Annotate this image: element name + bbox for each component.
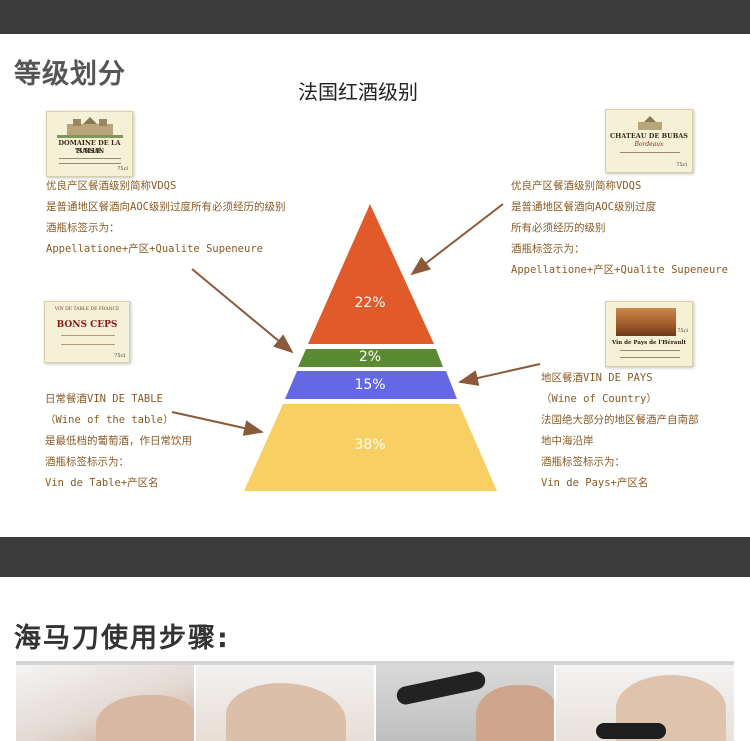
- label-size: 75cl: [676, 162, 687, 168]
- description-line: 酒瓶标签示为：: [511, 243, 585, 255]
- label-appellation: Bordeaux: [634, 141, 664, 148]
- corkscrew-shape: [395, 669, 487, 707]
- description-line: 日常餐酒VIN DE TABLE: [45, 393, 163, 405]
- vineyard-illustration: [616, 308, 676, 336]
- pyramid-tier-second: [298, 349, 443, 367]
- pyramid-tier-third: [285, 371, 457, 399]
- arrow-bottom-right: [458, 363, 541, 386]
- corkscrew-steps-photos: [16, 665, 734, 741]
- section-divider: [16, 661, 734, 665]
- wine-label-bons-ceps: VIN DE TABLE DE FRANCE BONS CEPS 75cl: [44, 301, 130, 363]
- middle-dark-band: [0, 537, 750, 577]
- hand-shape: [226, 683, 346, 741]
- arrow-top-left: [191, 268, 294, 354]
- label-category: VIN DE TABLE DE FRANCE: [54, 307, 120, 312]
- tier-label-second: 2%: [358, 349, 382, 365]
- step-photo-3: [376, 665, 554, 741]
- description-line: （Wine of Country）: [541, 393, 657, 405]
- label-size: 75cl: [677, 328, 688, 334]
- label-fine-print: [620, 152, 680, 156]
- label-appellation: TURSAN: [74, 148, 105, 155]
- arrow-top-right: [410, 203, 504, 276]
- hand-shape: [96, 695, 194, 741]
- wine-label-herault: 75cl Vin de Pays de l'Hérault: [605, 301, 693, 367]
- description-line: 优良产区餐酒级别简称VDQS: [46, 180, 177, 192]
- description-line: Vin de Table+产区名: [45, 477, 159, 489]
- description-line: Appellatione+产区+Qualite Supeneure: [511, 264, 728, 276]
- description-line: 地中海沿岸: [541, 435, 594, 447]
- label-fine-print: [59, 158, 121, 164]
- label-title: CHATEAU DE BUBAS: [609, 132, 689, 140]
- label-title: Vin de Pays de l'Hérault: [611, 340, 686, 346]
- diagram-title: 法国红酒级别: [298, 80, 418, 104]
- hand-shape: [476, 685, 554, 741]
- label-fine-print: [61, 335, 115, 345]
- description-line: 是普通地区餐酒向AOC级别过度所有必须经历的级别: [46, 201, 286, 213]
- wine-classification-pyramid: [171, 203, 541, 491]
- corkscrew-shape: [596, 723, 666, 739]
- label-title: DOMAINE DE LA SALLE: [58, 139, 121, 155]
- description-line: 是最低档的葡萄酒，作日常饮用: [45, 435, 192, 447]
- wine-label-chateau-bubas: CHATEAU DE BUBAS Bordeaux 75cl: [605, 109, 693, 173]
- step-photo-2: [196, 665, 374, 741]
- description-line: 酒瓶标签示为：: [46, 222, 120, 234]
- description-vdqs-right: 优良产区餐酒级别简称VDQS 是普通地区餐酒向AOC级别过度 所有必须经历的级别…: [511, 176, 728, 281]
- section-title-grading: 等级划分: [14, 59, 126, 90]
- label-fine-print: [620, 350, 680, 358]
- wine-label-domaine-la-salle: DOMAINE DE LA SALLE TURSAN 75cl: [46, 111, 133, 177]
- pyramid-tier-top: [308, 204, 434, 344]
- step-photo-4: [556, 665, 734, 741]
- chateau-illustration: [57, 116, 123, 138]
- label-size: 75cl: [117, 166, 128, 172]
- label-title: BONS CEPS: [56, 320, 118, 330]
- description-line: Vin de Pays+产区名: [541, 477, 649, 489]
- description-line: Appellatione+产区+Qualite Supeneure: [46, 243, 263, 255]
- top-dark-band: [0, 0, 750, 34]
- description-line: 地区餐酒VIN DE PAYS: [541, 372, 653, 384]
- description-vin-de-pays: 地区餐酒VIN DE PAYS （Wine of Country） 法国绝大部分…: [541, 368, 699, 494]
- step-photo-1: [16, 665, 194, 741]
- description-line: （Wine of the table）: [45, 414, 174, 426]
- description-line: 酒瓶标签标示为：: [541, 456, 625, 468]
- pyramid-tier-bottom: [244, 404, 497, 491]
- description-vdqs-left: 优良产区餐酒级别简称VDQS 是普通地区餐酒向AOC级别过度所有必须经历的级别 …: [46, 176, 285, 260]
- description-line: 酒瓶标签标示为：: [45, 456, 129, 468]
- tier-label-bottom: 38%: [354, 437, 386, 453]
- label-size: 75cl: [114, 353, 125, 359]
- description-vin-de-table: 日常餐酒VIN DE TABLE （Wine of the table） 是最低…: [45, 389, 192, 494]
- tier-label-third: 15%: [354, 377, 386, 393]
- description-line: 所有必须经历的级别: [511, 222, 606, 234]
- arrow-bottom-left: [171, 411, 264, 436]
- chateau-illustration: [634, 115, 666, 130]
- description-line: 是普通地区餐酒向AOC级别过度: [511, 201, 656, 213]
- section-title-corkscrew-steps: 海马刀使用步骤:: [14, 623, 230, 654]
- description-line: 优良产区餐酒级别简称VDQS: [511, 180, 642, 192]
- tier-label-top: 22%: [354, 295, 386, 311]
- description-line: 法国绝大部分的地区餐酒产自南部: [541, 414, 699, 426]
